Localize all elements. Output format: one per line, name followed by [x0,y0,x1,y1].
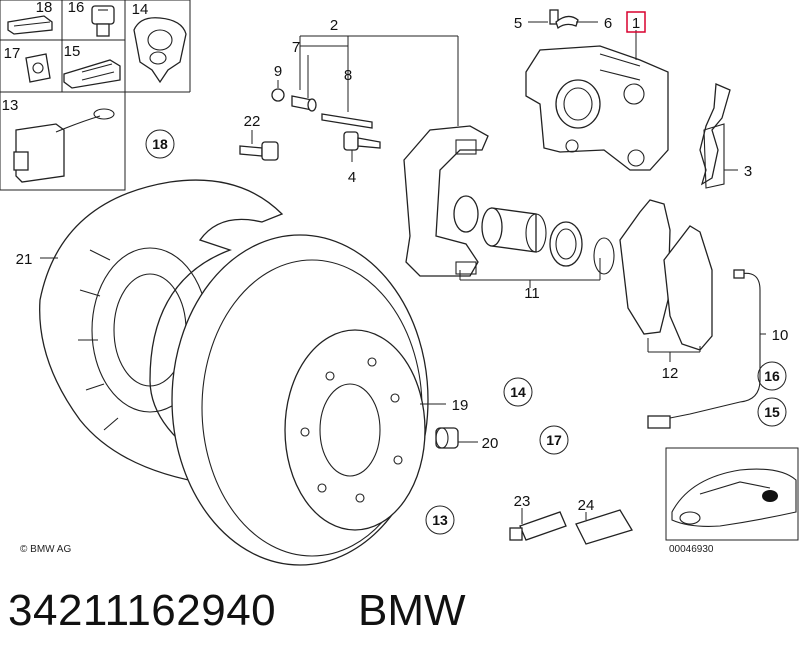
part-23-grease-tube[interactable] [509,511,567,541]
label-21[interactable]: 21 [16,251,33,268]
brake-parts-diagram: 00046930 1 2 3 4 5 [0,0,799,566]
circled-18[interactable]: 18 [152,136,168,152]
part-labels: 1 2 3 4 5 6 7 8 9 10 11 12 13 14 15 16 1… [2,0,789,514]
circled-labels: 18 14 17 13 16 15 [145,129,787,535]
circled-13[interactable]: 13 [432,512,448,528]
part-22-bolt[interactable] [239,141,279,161]
label-18[interactable]: 18 [36,0,53,16]
rear-wheel-marker [762,490,778,502]
brand-name: BMW [358,586,466,635]
label-12[interactable]: 12 [662,365,679,382]
label-4[interactable]: 4 [348,169,356,186]
part-18-clip[interactable] [7,15,53,35]
label-16[interactable]: 16 [68,0,85,16]
part-17-clip[interactable] [25,53,51,83]
part-8-guide-pin[interactable] [321,113,373,129]
leader-lines [40,21,766,524]
label-13[interactable]: 13 [2,97,19,114]
label-14[interactable]: 14 [132,1,149,18]
label-5[interactable]: 5 [514,15,522,32]
part-4-guide-bolt[interactable] [343,131,381,151]
circled-17[interactable]: 17 [546,432,562,448]
label-7[interactable]: 7 [292,39,300,56]
part-12-brake-pads[interactable] [619,199,713,351]
small-parts-inset [0,0,191,191]
part-19-brake-disc[interactable] [171,234,429,566]
label-23[interactable]: 23 [514,493,531,510]
part-20-protective-cap[interactable] [435,427,459,449]
part-6-dust-cap[interactable] [555,15,579,30]
part-11-repair-kit[interactable] [453,195,615,275]
label-11[interactable]: 11 [524,285,540,302]
part-16-clip[interactable] [91,5,115,37]
part-number: 34211162940 [8,586,277,635]
label-9[interactable]: 9 [274,63,282,80]
circled-15[interactable]: 15 [764,404,780,420]
part-15-clamp[interactable] [63,59,121,89]
part-7-guide-bushing[interactable] [291,95,317,112]
caliper-carrier[interactable] [403,125,489,277]
part-5-bleeder-valve[interactable] [549,9,559,25]
label-8[interactable]: 8 [344,67,352,84]
copyright-notice: © BMW AG [20,544,71,555]
label-1[interactable]: 1 [632,15,640,32]
part-1-brake-caliper[interactable] [525,45,669,171]
label-22[interactable]: 22 [244,113,261,130]
part-21-dust-shield[interactable] [39,179,284,485]
label-17[interactable]: 17 [4,45,21,62]
label-24[interactable]: 24 [578,497,595,514]
label-10[interactable]: 10 [772,327,789,344]
label-15[interactable]: 15 [64,43,81,60]
circled-14[interactable]: 14 [510,384,526,400]
part-14-holder[interactable] [133,17,187,84]
part-13-sensor-holder[interactable] [13,108,115,183]
label-20[interactable]: 20 [482,435,499,452]
drawing-number: 00046930 [669,544,714,555]
part-3-anti-rattle-spring[interactable] [699,83,731,189]
part-24-grease-sachet[interactable] [575,509,633,545]
part-10-wear-sensor[interactable] [647,269,761,429]
vehicle-location-inset: 00046930 [665,447,799,555]
part-9-sleeve[interactable] [271,88,285,102]
circled-16[interactable]: 16 [764,368,780,384]
label-2[interactable]: 2 [330,17,338,34]
label-6[interactable]: 6 [604,15,612,32]
label-3[interactable]: 3 [744,163,752,180]
selected-part-highlight [626,11,646,33]
label-19[interactable]: 19 [452,397,469,414]
